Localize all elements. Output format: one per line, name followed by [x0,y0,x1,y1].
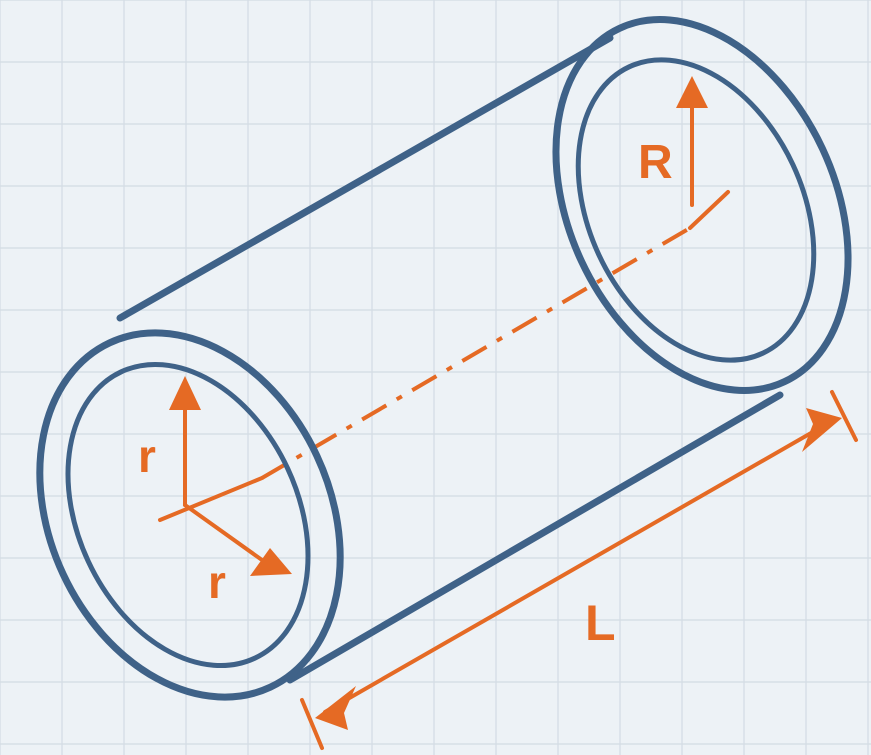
length-label: L [585,595,616,651]
length-arrowhead-right [802,408,842,452]
top-body-edge [116,34,614,322]
inner-radius-horizontal-label: r [208,556,226,608]
near-end-outer-circle [36,329,344,701]
near-end-inner-circle [65,361,311,669]
far-end-inner-circle [575,57,817,363]
center-axis-far [688,190,730,230]
length-tick-left [300,698,324,750]
inner-radius-vertical-arrowhead [169,376,201,410]
inner-radius-horizontal-arrow-shaft [183,503,264,562]
far-end-outer-circle [552,16,852,394]
center-axis-dashed [260,226,692,480]
inner-radius-vertical-label: r [138,430,156,482]
bottom-body-edge [286,391,784,684]
outer-radius-label: R [638,136,673,189]
outer-radius-arrowhead [676,76,708,108]
length-arrowhead-left [315,686,356,730]
length-dimension-line [323,423,827,714]
inner-radius-horizontal-arrowhead [250,548,292,576]
length-tick-right [830,390,858,442]
center-axis-near [158,476,264,522]
